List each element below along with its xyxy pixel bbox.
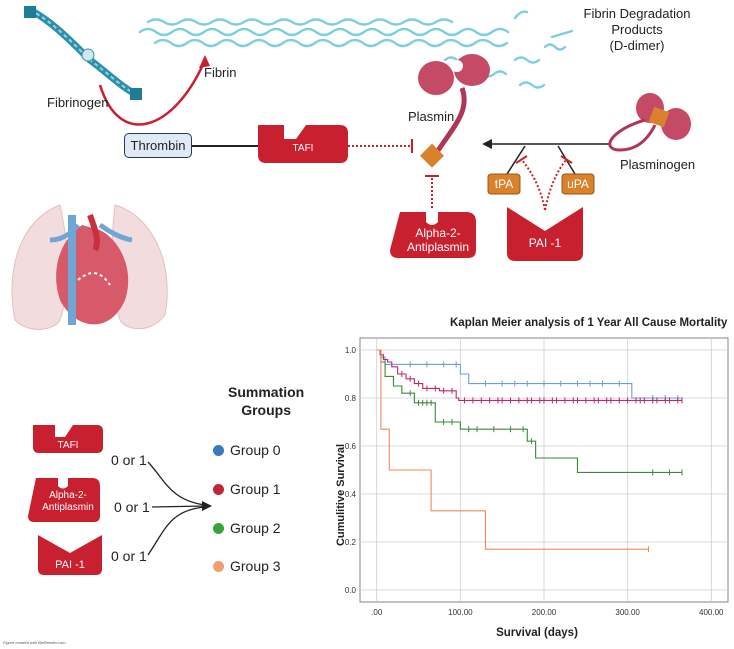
group-0-row: Group 0 <box>213 442 281 458</box>
group-0-dot <box>213 445 224 456</box>
km-xtick-label: 300.00 <box>615 608 640 617</box>
km-xtick-label: .00 <box>371 608 383 617</box>
plasminogen-icon <box>608 93 691 152</box>
km-ylabel: Cumulitive Survival <box>335 444 347 546</box>
thrombin-box: Thrombin <box>124 133 192 158</box>
alpha2-antiplasmin-label: Alpha-2- Antiplasmin <box>398 226 478 254</box>
group-0-label: Group 0 <box>230 442 281 458</box>
pai1-bar-tpa <box>515 155 528 164</box>
group-2-row: Group 2 <box>213 520 281 536</box>
summation-pai1-shape <box>38 535 102 575</box>
group-1-dot <box>213 484 224 495</box>
group-3-row: Group 3 <box>213 558 281 574</box>
summation-pai1-label: PAI -1 <box>55 559 85 571</box>
plasminogen-label: Plasminogen <box>620 157 696 172</box>
summation-arrowhead <box>202 501 212 511</box>
alpha2-line2: Antiplasmin <box>406 240 470 254</box>
summation-tafi-label: TAFI <box>57 440 79 451</box>
pai1-inhibit-tpa <box>521 159 546 211</box>
fibrinogen-label: Fibrinogen <box>47 95 109 110</box>
km-ticks: 0.0 0.2 0.4 0.6 0.8 1.0 .00 100.00 200.00 300.00 4… <box>345 346 724 617</box>
group-3-label: Group 3 <box>230 558 281 574</box>
pai1-bar-upa <box>560 155 573 164</box>
summation-arrow-2 <box>151 505 206 508</box>
km-ytick-label: 0.8 <box>345 394 357 403</box>
summation-alpha2-line1: Alpha-2- <box>49 490 87 501</box>
tafi-label: TAFI <box>292 143 314 154</box>
coagulation-diagram <box>11 6 691 330</box>
pai1-shape <box>507 207 583 261</box>
group-2-label: Group 2 <box>230 520 281 536</box>
group-2-dot <box>213 523 224 534</box>
upa-label: uPA <box>567 177 589 191</box>
km-xtick-label: 100.00 <box>448 608 473 617</box>
heart-lungs-icon <box>11 204 168 330</box>
summation-shapes <box>28 425 212 575</box>
fibrin-arrowhead <box>199 55 210 68</box>
pai1-inhibit-upa <box>544 159 567 211</box>
km-series <box>376 349 683 553</box>
summation-arrow-1 <box>147 461 206 506</box>
km-ytick-label: 0.2 <box>345 538 357 547</box>
tpa-arrow <box>506 145 526 175</box>
footer-credit: Figure created with BioRender.com <box>3 640 66 645</box>
plasmin-icon <box>418 54 490 168</box>
summation-title-line1: Summation <box>228 384 305 400</box>
km-ytick-label: 0.6 <box>345 442 357 451</box>
fibrin-degradation-line2: Products <box>611 22 663 37</box>
summation-pai1-value: 0 or 1 <box>111 548 147 564</box>
km-xtick-label: 200.00 <box>532 608 557 617</box>
summation-alpha2-shape <box>28 478 100 522</box>
summation-arrow-3 <box>147 506 206 556</box>
fibrinogen-icon <box>24 6 142 100</box>
km-curve-group-2 <box>376 349 682 473</box>
upa-box <box>561 173 595 195</box>
group-3-dot <box>213 561 224 572</box>
fibrinogen-to-fibrin-arrow <box>98 59 207 126</box>
group-1-label: Group 1 <box>230 481 281 497</box>
km-curve-group-1 <box>376 349 682 401</box>
fibrin-degradation-line3: (D-dimer) <box>609 38 665 53</box>
summation-alpha2-label: Alpha-2- Antiplasmin <box>36 490 100 514</box>
summation-alpha2-line2: Antiplasmin <box>42 502 94 513</box>
fibrin-strands <box>138 10 574 89</box>
plasminogen-arrowhead <box>482 139 492 149</box>
pai1-label: PAI -1 <box>528 236 562 250</box>
summation-tafi-value: 0 or 1 <box>111 452 147 468</box>
km-xtick-label: 400.00 <box>699 608 724 617</box>
fibrin-degradation-label: Fibrin Degradation Products (D-dimer) <box>580 6 694 54</box>
summation-tafi-shape <box>33 425 103 453</box>
summation-title: Summation Groups <box>228 383 304 419</box>
plasmin-label: Plasmin <box>408 109 455 124</box>
group-1-row: Group 1 <box>213 481 281 497</box>
tpa-label: tPA <box>494 177 514 191</box>
summation-alpha2-value: 0 or 1 <box>114 499 150 515</box>
km-chart: 0.0 0.2 0.4 0.6 0.8 1.0 .00 100.00 200.00 300.00 4… <box>335 337 729 639</box>
fibrin-degradation-line1: Fibrin Degradation <box>583 6 691 21</box>
km-ytick-label: 1.0 <box>345 346 357 355</box>
alpha2-antiplasmin-shape <box>390 212 476 258</box>
km-curve-group-3 <box>376 349 649 550</box>
tpa-box <box>487 173 521 195</box>
chart-title: Kaplan Meier analysis of 1 Year All Caus… <box>450 317 728 329</box>
summation-title-line2: Groups <box>241 402 291 418</box>
km-ytick-label: 0.4 <box>345 490 357 499</box>
tafi-shape <box>258 125 348 163</box>
fibrin-label: Fibrin <box>204 65 237 80</box>
km-xlabel: Survival (days) <box>496 627 578 639</box>
alpha2-line1: Alpha-2- <box>415 226 461 240</box>
km-ytick-label: 0.0 <box>345 586 357 595</box>
